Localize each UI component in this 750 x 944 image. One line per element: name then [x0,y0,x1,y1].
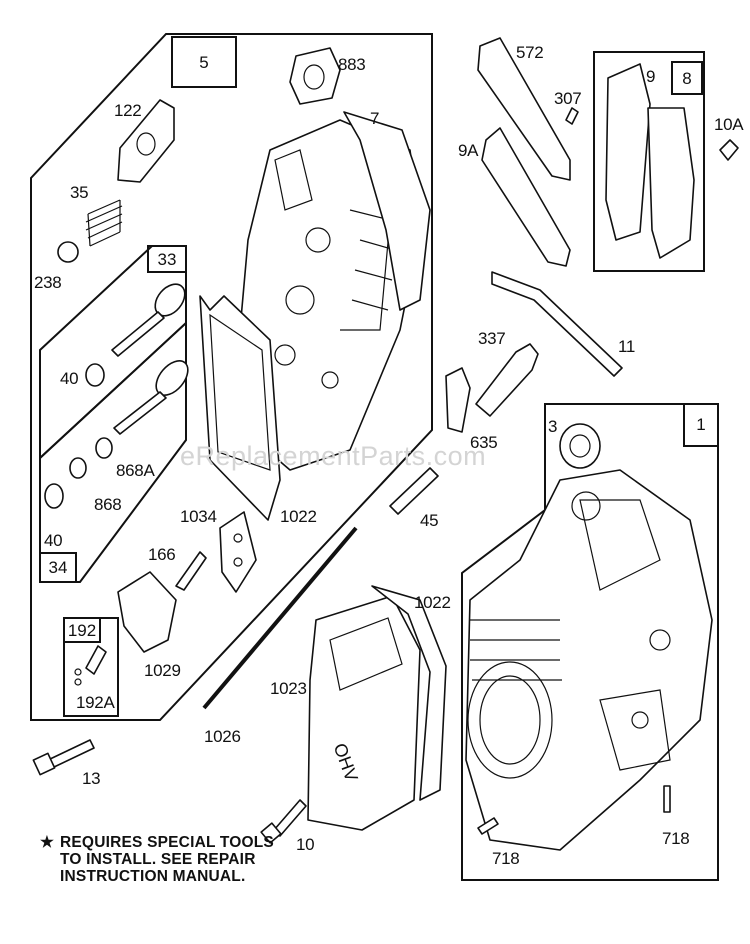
rocker-1029 [117,571,177,653]
callout-1022-a: 1022 [280,507,317,526]
callout-1034: 1034 [180,507,217,526]
pin-718-b [663,785,671,813]
callout-238: 238 [34,273,62,292]
spark-plug-337 [475,343,539,417]
kit-label-5: 5 [199,53,209,72]
callout-635: 635 [470,433,498,452]
cover-gasket-1022-b [371,585,447,801]
bolt-10 [260,799,307,844]
plate-122 [117,99,175,183]
kit-label-1: 1 [696,415,706,434]
callout-11: 11 [618,337,636,356]
bolt-13 [32,739,95,776]
note-line-1: REQUIRES SPECIAL TOOLS [60,834,274,851]
callout-45: 45 [420,511,439,530]
gasket-9A [481,127,571,267]
gasket-883 [289,47,341,105]
seal-868A [95,437,113,459]
callout-1029: 1029 [144,661,181,680]
callout-122: 122 [114,101,142,120]
pin-718-a [477,817,499,835]
callout-1026: 1026 [204,727,241,746]
callout-10A: 10A [714,115,744,134]
valve-33 [111,283,186,357]
gasket-9 [605,63,651,241]
callout-572: 572 [516,43,544,62]
tube-45 [389,467,439,515]
callout-718-b: 718 [662,829,690,848]
kit-8-frame [593,51,705,272]
stud-192A [85,645,107,675]
cover-gasket-1022-a [199,295,281,521]
kit-label-34: 34 [48,558,68,577]
screw-307 [565,107,579,125]
callout-166: 166 [148,545,176,564]
kit-label-33: 33 [157,250,177,269]
gasket-572 [477,37,571,181]
callout-35: 35 [70,183,89,202]
kit-label-192: 192 [67,621,97,640]
plate-1034 [219,511,257,593]
screw-10A [719,139,739,161]
seal-3 [559,423,601,469]
callout-1022-b: 1022 [414,593,451,612]
callout-718-a: 718 [492,849,520,868]
special-tools-note: ★ REQUIRES SPECIAL TOOLS TO INSTALL. SEE… [40,834,274,885]
callout-307: 307 [554,89,582,108]
callout-868A: 868A [116,461,155,480]
retainer-40-b [44,483,64,509]
pushrod-1026 [202,526,358,710]
spring-35 [85,199,123,247]
callout-40-b: 40 [44,531,63,550]
kit-5-frame [30,33,433,721]
tube-11 [491,271,623,377]
callout-7: 7 [370,109,380,128]
retainer-40-a [85,363,105,387]
watermark: eReplacementParts.com [180,441,487,471]
seal-868 [69,457,87,479]
kit-33-34-frame [39,245,187,583]
head-gasket-7 [343,111,431,311]
note-line-3: INSTRUCTION MANUAL. [60,868,246,885]
callout-40-a: 40 [60,369,79,388]
kit-label-8: 8 [682,69,692,88]
callout-10: 10 [296,835,315,854]
callout-9A: 9A [458,141,479,160]
note-line-2: TO INSTALL. SEE REPAIR [60,851,256,868]
callout-337: 337 [478,329,506,348]
callout-883: 883 [338,55,366,74]
callout-868: 868 [94,495,122,514]
cap-238 [57,241,79,263]
stud-166 [175,551,207,591]
callout-1023: 1023 [270,679,307,698]
valve-34 [113,360,189,435]
engine-block [465,469,713,851]
cover-8 [647,107,695,259]
valve-cover-1023: OHV [307,595,421,831]
callout-13: 13 [82,769,101,788]
callout-9: 9 [646,67,656,86]
star-icon: ★ [40,834,55,851]
kit-192-frame [63,617,119,717]
boot-635 [445,367,471,433]
callout-3: 3 [548,417,558,436]
callout-192A: 192A [76,693,115,712]
